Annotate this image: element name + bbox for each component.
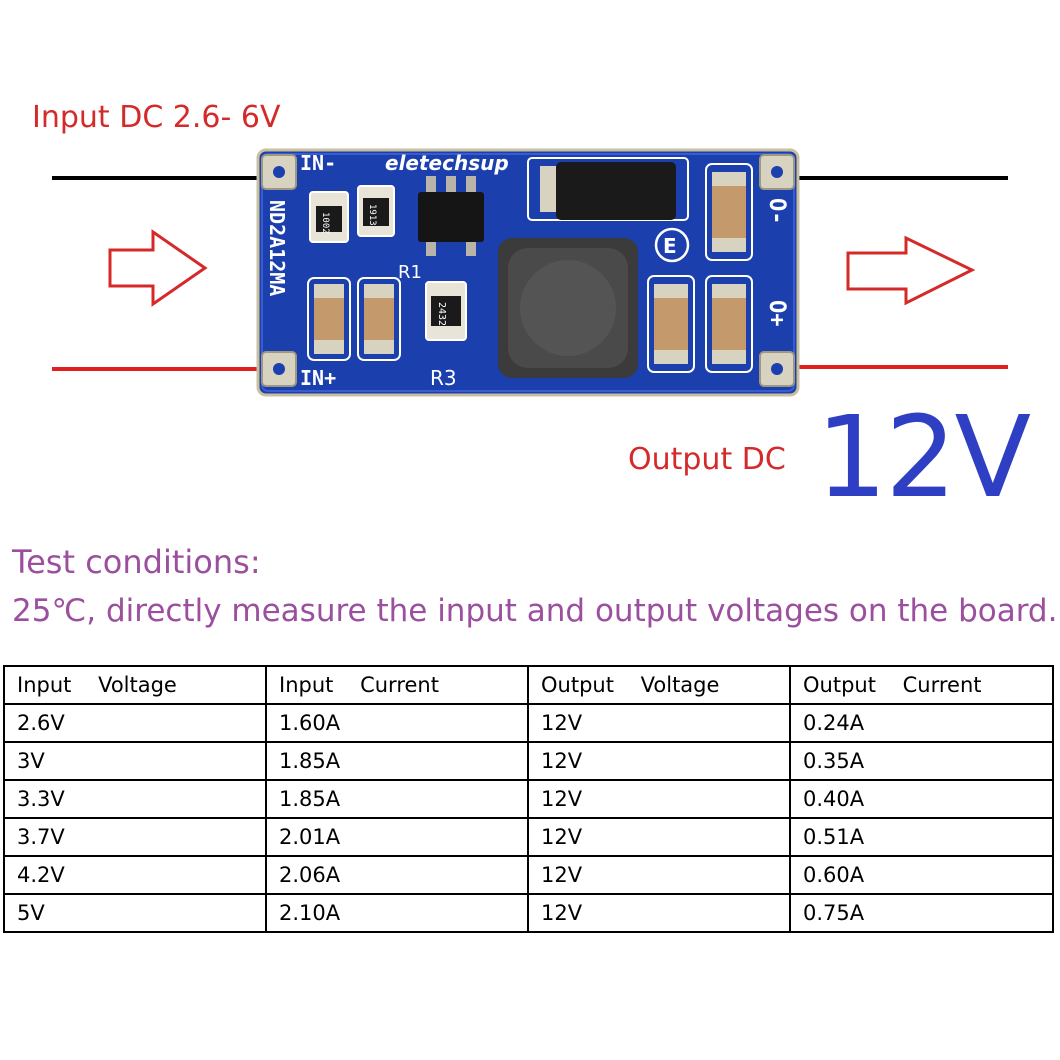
pin-out-minus-label: O- bbox=[764, 198, 789, 225]
input-capacitor-1 bbox=[314, 284, 344, 354]
input-arrow-icon bbox=[108, 229, 208, 307]
table-row: 3.3V 1.85A 12V 0.40A bbox=[3, 779, 1054, 819]
cell-input-voltage: 3V bbox=[3, 741, 267, 781]
header-input-current: Input Current bbox=[265, 665, 529, 705]
resistor-2432-label: 2432 bbox=[436, 302, 447, 326]
r3-label: R3 bbox=[430, 366, 457, 390]
brand-label: eletechsup bbox=[385, 151, 509, 175]
cell-output-current: 0.24A bbox=[789, 703, 1054, 743]
table-row: 2.6V 1.60A 12V 0.24A bbox=[3, 703, 1054, 743]
cell-input-voltage: 3.3V bbox=[3, 779, 267, 819]
measurement-table: Input Voltage Input Current Output Volta… bbox=[3, 665, 1054, 933]
cell-output-voltage: 12V bbox=[527, 703, 791, 743]
cell-input-current: 1.85A bbox=[265, 779, 529, 819]
table-row: 3.7V 2.01A 12V 0.51A bbox=[3, 817, 1054, 857]
resistor-2432 bbox=[431, 296, 461, 326]
cell-output-voltage: 12V bbox=[527, 779, 791, 819]
table-header-row: Input Voltage Input Current Output Volta… bbox=[3, 665, 1054, 705]
table-row: 4.2V 2.06A 12V 0.60A bbox=[3, 855, 1054, 895]
cell-input-voltage: 4.2V bbox=[3, 855, 267, 895]
output-capacitor-1 bbox=[712, 172, 746, 252]
cell-output-voltage: 12V bbox=[527, 741, 791, 781]
cell-output-current: 0.35A bbox=[789, 741, 1054, 781]
cell-input-current: 2.01A bbox=[265, 817, 529, 857]
e-logo-icon bbox=[654, 227, 690, 263]
test-conditions-heading: Test conditions: bbox=[12, 543, 261, 581]
cell-output-current: 0.75A bbox=[789, 893, 1054, 933]
cell-output-current: 0.40A bbox=[789, 779, 1054, 819]
cell-input-voltage: 3.7V bbox=[3, 817, 267, 857]
output-capacitor-2 bbox=[654, 284, 688, 364]
table-row: 5V 2.10A 12V 0.75A bbox=[3, 893, 1054, 933]
input-capacitor-2 bbox=[364, 284, 394, 354]
header-output-voltage: Output Voltage bbox=[527, 665, 791, 705]
pin-in-minus-label: IN- bbox=[300, 151, 336, 175]
cell-input-current: 2.10A bbox=[265, 893, 529, 933]
table-row: 3V 1.85A 12V 0.35A bbox=[3, 741, 1054, 781]
output-dc-label: Output DC bbox=[628, 442, 786, 477]
cell-output-current: 0.51A bbox=[789, 817, 1054, 857]
e-logo-text: E bbox=[663, 234, 677, 258]
output-arrow-icon bbox=[846, 235, 976, 306]
cell-input-current: 1.60A bbox=[265, 703, 529, 743]
schottky-diode bbox=[556, 162, 676, 220]
pin-in-plus-label: IN+ bbox=[300, 366, 336, 390]
cell-output-voltage: 12V bbox=[527, 817, 791, 857]
ic-chip bbox=[418, 192, 484, 242]
cell-input-voltage: 5V bbox=[3, 893, 267, 933]
output-capacitor-3 bbox=[712, 284, 746, 364]
cell-output-current: 0.60A bbox=[789, 855, 1054, 895]
input-voltage-label: Input DC 2.6- 6V bbox=[32, 100, 281, 135]
converter-board-illustration: IN- IN+ eletechsup ND2A12MA O- O+ R1 R3 … bbox=[52, 148, 1008, 397]
cell-input-voltage: 2.6V bbox=[3, 703, 267, 743]
cell-output-voltage: 12V bbox=[527, 855, 791, 895]
cell-input-current: 1.85A bbox=[265, 741, 529, 781]
resistor-1913 bbox=[363, 198, 389, 226]
model-label: ND2A12MA bbox=[265, 200, 289, 296]
cell-input-current: 2.06A bbox=[265, 855, 529, 895]
resistor-1002-label: 1002 bbox=[320, 212, 330, 234]
cell-output-voltage: 12V bbox=[527, 893, 791, 933]
test-conditions-description: 25℃, directly measure the input and outp… bbox=[12, 593, 1058, 629]
r1-label: R1 bbox=[398, 262, 422, 283]
header-output-current: Output Current bbox=[789, 665, 1054, 705]
resistor-1002 bbox=[316, 206, 342, 232]
header-input-voltage: Input Voltage bbox=[3, 665, 267, 705]
output-voltage-value: 12V bbox=[816, 393, 1031, 523]
resistor-1913-label: 1913 bbox=[367, 204, 377, 226]
pin-out-plus-label: O+ bbox=[764, 300, 789, 327]
